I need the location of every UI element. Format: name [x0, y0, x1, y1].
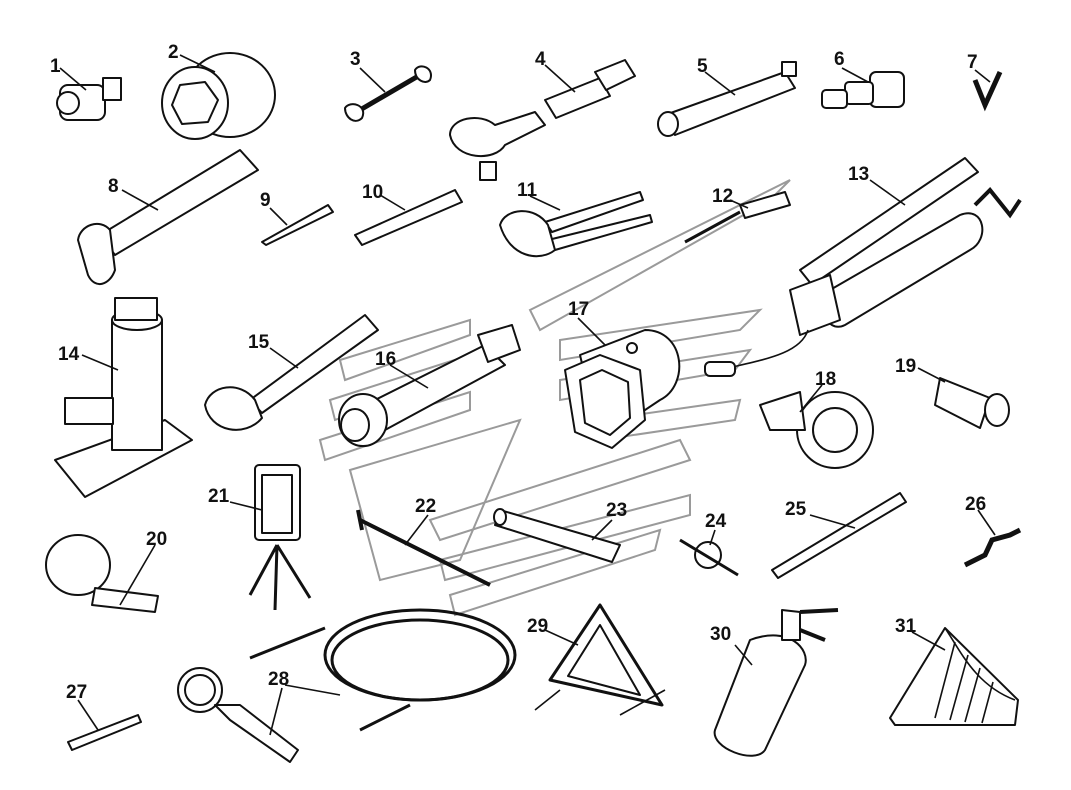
tool-warning-triangle — [534, 603, 666, 716]
callout-15: 15 — [248, 332, 270, 353]
callout-31: 31 — [895, 616, 917, 637]
callout-1: 1 — [50, 56, 61, 77]
tool-extension-bar — [657, 61, 797, 137]
tool-work-lamp — [248, 464, 312, 611]
tool-filter-wrench — [45, 534, 159, 613]
callout-4: 4 — [535, 49, 546, 70]
callout-9: 9 — [260, 190, 271, 211]
callout-18: 18 — [815, 369, 836, 390]
callout-2: 2 — [168, 42, 179, 63]
tool-spark-plug-socket — [934, 377, 1010, 429]
tool-fire-extinguisher — [713, 608, 839, 757]
callout-20: 20 — [146, 529, 167, 550]
tool-ratchet-handle — [449, 59, 636, 181]
tool-crank-handle — [963, 527, 1022, 568]
tool-chisel — [354, 189, 463, 246]
callout-14: 14 — [58, 344, 80, 365]
leader-lines — [59, 54, 996, 736]
tool-open-end-wrench — [344, 65, 432, 122]
callout-19: 19 — [895, 356, 916, 377]
tool-hammer — [77, 149, 259, 285]
tool-bottle-jack — [54, 297, 193, 498]
callout-25: 25 — [785, 499, 807, 520]
tool-grease-gun — [704, 157, 1022, 377]
callout-labels: 1 2 3 4 5 6 7 8 9 10 11 12 13 14 15 16 1… — [50, 42, 986, 703]
tool-punch — [261, 204, 334, 246]
tool-pliers — [499, 191, 653, 258]
callout-24: 24 — [705, 511, 727, 532]
tool-spanner-ring — [759, 391, 874, 469]
callout-17: 17 — [568, 299, 589, 320]
tool-adjustable-wrench — [204, 314, 379, 431]
tool-screwdriver — [684, 191, 791, 244]
callout-29: 29 — [527, 616, 548, 637]
callout-6: 6 — [834, 49, 845, 70]
tool-valve-extension — [67, 714, 142, 751]
tool-socket-adapter — [56, 77, 122, 121]
tool-hub-nut-socket — [564, 329, 681, 449]
callout-8: 8 — [108, 176, 119, 197]
callout-7: 7 — [967, 52, 978, 73]
tool-tube — [493, 508, 621, 563]
callout-12: 12 — [712, 186, 733, 207]
callout-22: 22 — [415, 496, 436, 517]
callout-10: 10 — [362, 182, 383, 203]
tool-wheel-chock — [889, 627, 1019, 726]
callout-5: 5 — [697, 56, 708, 77]
tool-rod — [771, 492, 907, 579]
callout-27: 27 — [66, 682, 87, 703]
tool-large-socket — [161, 52, 276, 140]
tool-hex-key — [972, 70, 1003, 112]
callout-11: 11 — [517, 180, 538, 201]
callout-30: 30 — [710, 624, 731, 645]
tool-socket-wrench — [338, 324, 521, 447]
callout-16: 16 — [375, 349, 396, 370]
tool-inflator-hose — [177, 608, 517, 763]
callout-3: 3 — [350, 49, 361, 70]
callout-13: 13 — [848, 164, 869, 185]
callout-26: 26 — [965, 494, 986, 515]
tool-pry-bar — [356, 509, 491, 587]
tool-tire-gauge — [679, 538, 739, 577]
callout-21: 21 — [208, 486, 230, 507]
callout-23: 23 — [606, 500, 627, 521]
tool-universal-joint — [821, 71, 905, 109]
callout-28: 28 — [268, 669, 289, 690]
